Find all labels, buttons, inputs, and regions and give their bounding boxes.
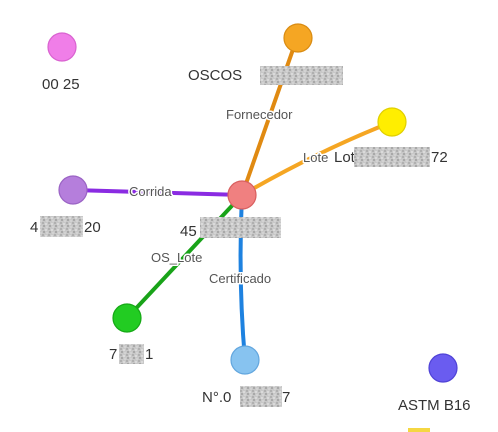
node-lote[interactable]	[377, 107, 407, 137]
node-label-corrida: 4	[30, 219, 38, 236]
edge-label-fornecedor: Fornecedor	[226, 107, 293, 122]
node-label-certificado-suffix: 7	[282, 389, 290, 406]
edge-label-certificado: Certificado	[209, 271, 271, 286]
redaction-block	[119, 344, 144, 364]
node-certificado[interactable]	[230, 345, 260, 375]
edge-label-lote: Lote	[303, 150, 328, 165]
svg-text:Fornecedor: Fornecedor	[226, 107, 293, 122]
edge-fornecedor[interactable]	[240, 36, 299, 197]
redaction-block	[40, 216, 83, 237]
node-astm[interactable]	[428, 353, 458, 383]
redaction-block	[240, 386, 282, 407]
node-center[interactable]	[227, 180, 257, 210]
node-label-lote-suffix: 72	[431, 149, 448, 166]
nodes	[47, 23, 458, 383]
edge-labels: Fornecedor Fornecedor Lote Lote Corrida …	[128, 106, 330, 288]
edges	[71, 36, 394, 362]
svg-text:Corrida: Corrida	[129, 184, 172, 199]
node-label-certificado: N°.0	[202, 389, 231, 406]
node-label-astm: ASTM B16	[398, 397, 471, 414]
node-green[interactable]	[112, 303, 142, 333]
node-label-green: 7	[109, 346, 117, 363]
edge-lote[interactable]	[240, 120, 394, 197]
node-label-corrida-suffix: 20	[84, 219, 101, 236]
redaction-block	[260, 66, 343, 85]
redaction-block	[200, 217, 281, 238]
node-corrida[interactable]	[58, 175, 88, 205]
svg-text:Certificado: Certificado	[209, 271, 271, 286]
node-label-pink: 00 25	[42, 76, 80, 93]
node-label-oscos: OSCOS	[188, 67, 242, 84]
partial-marker	[408, 428, 430, 432]
node-labels: 00 25 OSCOS LoteAL 72 4 20 45 7 1 N°.0 7…	[30, 66, 471, 414]
edge-label-corrida: Corrida	[129, 184, 172, 199]
node-pink[interactable]	[47, 32, 77, 62]
edge-corrida[interactable]	[71, 188, 244, 197]
node-label-center: 45	[180, 223, 197, 240]
node-oscos[interactable]	[283, 23, 313, 53]
node-label-green-suffix: 1	[145, 346, 153, 363]
redaction-block	[354, 147, 430, 167]
edge-certificado[interactable]	[238, 193, 247, 362]
edge-os-lote[interactable]	[125, 193, 244, 320]
svg-text:Lote: Lote	[303, 150, 328, 165]
edge-label-os-lote: OS_Lote	[151, 250, 202, 265]
svg-text:OS_Lote: OS_Lote	[151, 250, 202, 265]
